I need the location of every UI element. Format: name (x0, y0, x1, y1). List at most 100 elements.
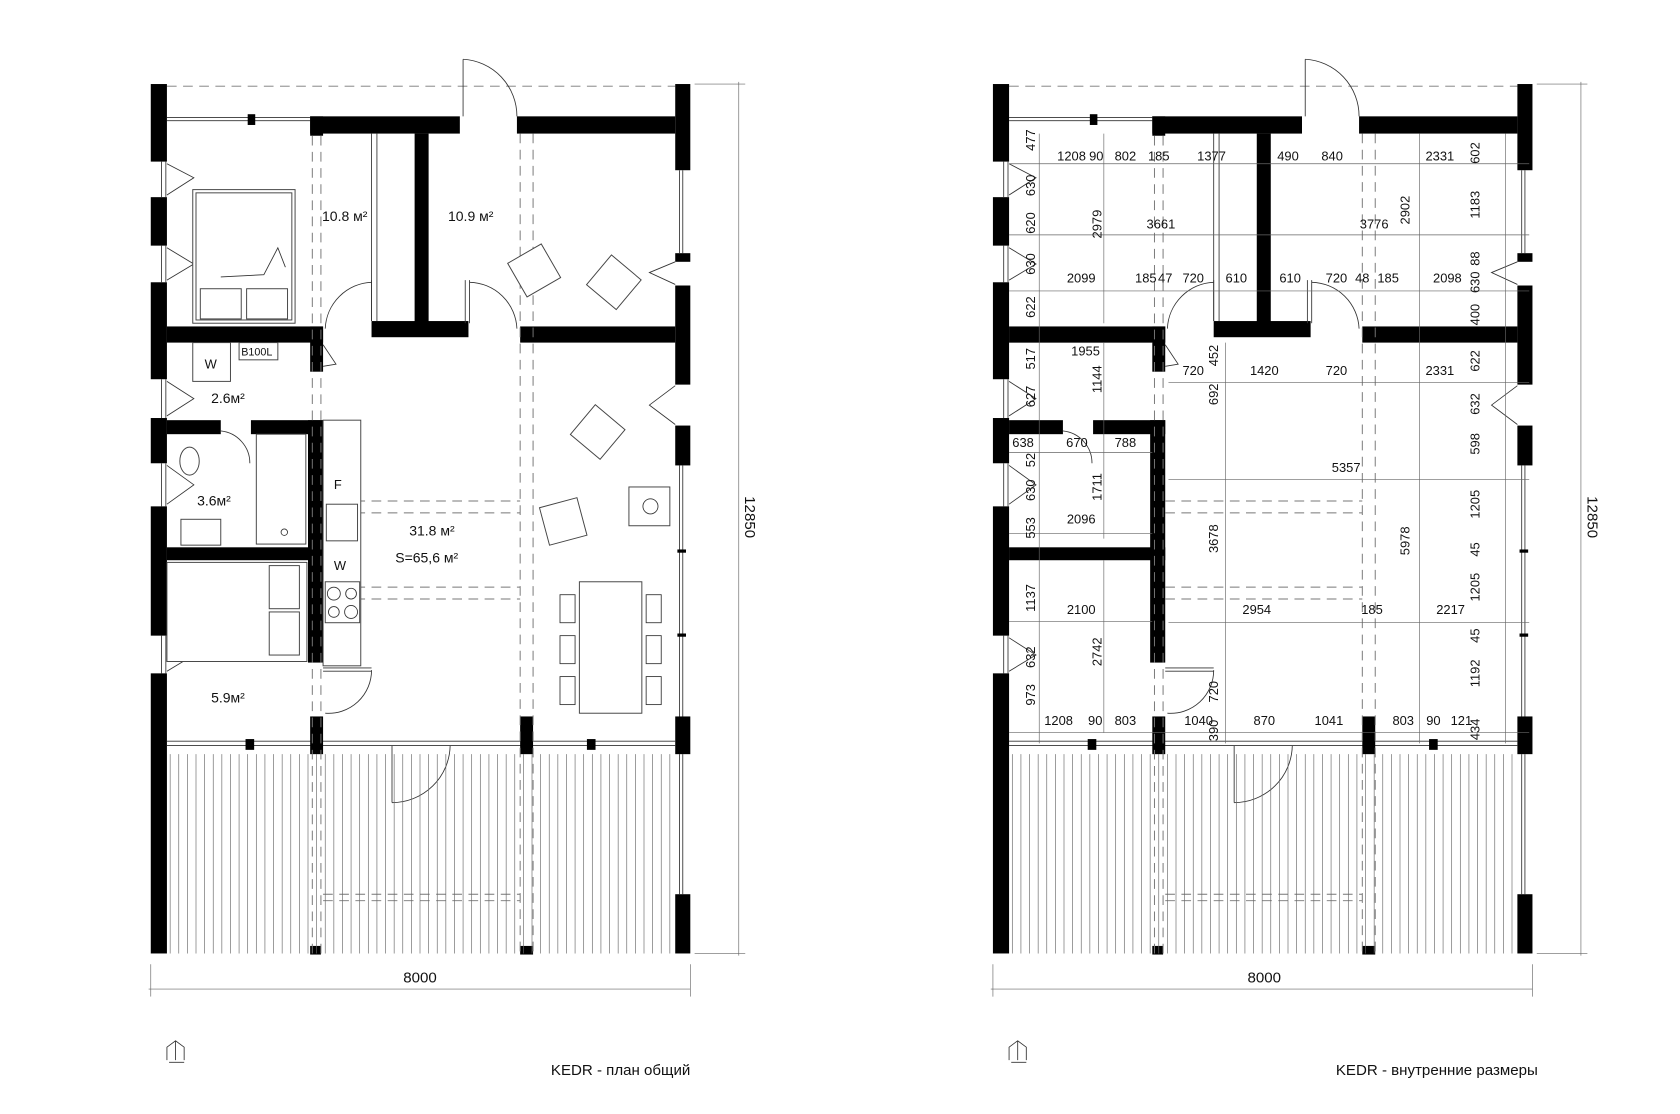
dimension-label: 870 (1254, 713, 1276, 728)
dimension-label: 2096 (1067, 512, 1096, 527)
furniture (166, 189, 671, 714)
dimension-label: 1377 (1197, 149, 1226, 164)
room-area-bathroom: 3.6м² (197, 492, 231, 508)
dimension-label: 45 (1468, 542, 1483, 556)
dimension-label: 5357 (1332, 460, 1361, 475)
room-area-bedroom1: 10.8 м² (322, 208, 368, 224)
dimension-label: 802 (1115, 149, 1137, 164)
dimension-label: 630 (1023, 253, 1038, 275)
dimension-label: 2331 (1425, 363, 1454, 378)
dimension-label: 490 (1277, 149, 1299, 164)
dimension-label: 185 (1148, 149, 1170, 164)
dimension-label: 630 (1468, 271, 1483, 293)
dimension-label: 553 (1023, 517, 1038, 539)
bathtub-icon (255, 433, 307, 545)
dimension-label: 121 (1451, 713, 1473, 728)
plan-caption: KEDR - внутренние размеры (1336, 1062, 1538, 1079)
dimension-label: 720 (1182, 363, 1204, 378)
width-dimension: 8000 (403, 970, 437, 987)
stove-icon (628, 486, 671, 527)
room-area-hall: 2.6м² (211, 390, 245, 406)
dimension-label: 5978 (1398, 526, 1413, 555)
dimension-label: 452 (1206, 345, 1221, 367)
dimension-label: 1420 (1250, 363, 1279, 378)
dimension-label: 630 (1023, 479, 1038, 501)
dimension-label: 720 (1182, 270, 1204, 285)
dimension-label: 1040 (1184, 713, 1213, 728)
room-area-bedroom2: 10.9 м² (448, 208, 494, 224)
dimension-label: 2742 (1090, 637, 1105, 666)
dimension-label: 1208 (1044, 713, 1073, 728)
dimension-label: 598 (1468, 433, 1483, 455)
dimension-label: 803 (1115, 713, 1137, 728)
dimension-label: 1137 (1023, 584, 1038, 612)
washer-box (192, 342, 231, 382)
dubldom-logo (1008, 1040, 1027, 1063)
dishwasher-label: W (334, 558, 347, 573)
dimension-label: 1955 (1071, 344, 1100, 359)
dimension-label: 670 (1066, 435, 1088, 450)
washer-label: W (205, 356, 218, 371)
dimension-label: 610 (1226, 270, 1248, 285)
dimension-label: 720 (1206, 681, 1221, 703)
dimension-label: 1208 (1057, 149, 1086, 164)
dimension-label: 45 (1468, 628, 1483, 642)
general-plan: 10.8 м² 10.9 м² 2.6м² 3.6м² 5.9м² 31.8 м… (148, 58, 758, 1079)
dimension-label: 720 (1326, 270, 1348, 285)
fridge-label: F (334, 477, 342, 492)
dimension-label: 3776 (1360, 216, 1389, 231)
armchair-icon (585, 254, 642, 311)
dining-table-icon (578, 581, 643, 714)
armchair-icon (538, 497, 588, 546)
height-dimension: 12850 (741, 496, 758, 538)
dimension-label: 434 (1468, 719, 1483, 741)
dimension-label: 3678 (1206, 524, 1221, 553)
dimension-label: 185 (1135, 270, 1157, 285)
dimension-label: 1711 (1090, 473, 1105, 501)
armchair-icon (569, 404, 626, 461)
dimension-label: 1205 (1468, 490, 1483, 519)
width-dimension: 8000 (1248, 970, 1282, 987)
dimension-label: 638 (1012, 435, 1034, 450)
toilet-icon (179, 446, 200, 476)
dimension-label: 622 (1468, 350, 1483, 372)
dimension-label: 2099 (1067, 270, 1096, 285)
dimension-label: 90 (1426, 713, 1440, 728)
dimension-label: 973 (1023, 684, 1038, 706)
dimension-label: 1192 (1468, 659, 1483, 687)
dimension-label: 1183 (1468, 191, 1483, 219)
room-area-bedroom3: 5.9м² (211, 689, 245, 705)
dimension-label: 632 (1023, 646, 1038, 668)
dimension-label: 2331 (1425, 149, 1454, 164)
dimension-label: 88 (1468, 251, 1483, 265)
boiler-box (238, 342, 279, 361)
dimension-label: 788 (1115, 435, 1137, 450)
dimension-label: 720 (1326, 363, 1348, 378)
dimension-label: 2217 (1436, 602, 1465, 617)
dimension-label: 517 (1023, 348, 1038, 370)
dimension-label: 90 (1088, 713, 1102, 728)
dimension-label: 185 (1377, 270, 1399, 285)
dimension-label: 1205 (1468, 573, 1483, 602)
dimension-label: 2100 (1067, 602, 1096, 617)
dimension-label: 620 (1023, 212, 1038, 234)
dimension-label: 48 (1355, 270, 1369, 285)
height-dimension: 12850 (1583, 496, 1600, 538)
dubldom-logo (166, 1040, 185, 1063)
boiler-label: B100L (241, 347, 272, 359)
sink-icon (325, 503, 359, 542)
dimension-label: 2098 (1433, 270, 1462, 285)
dimension-label: 1041 (1315, 713, 1344, 728)
dimension-label: 477 (1023, 129, 1038, 151)
dimension-label: 90 (1089, 149, 1103, 164)
washbasin-icon (180, 518, 222, 546)
dimension-label: 2979 (1090, 210, 1105, 239)
kitchen-counter (322, 419, 362, 667)
dimension-label: 390 (1206, 720, 1221, 742)
room-area-living: 31.8 м² (409, 522, 455, 538)
dimension-label: 2902 (1398, 196, 1413, 225)
dimension-label: 2954 (1242, 602, 1271, 617)
dimension-label: 3661 (1147, 216, 1176, 231)
